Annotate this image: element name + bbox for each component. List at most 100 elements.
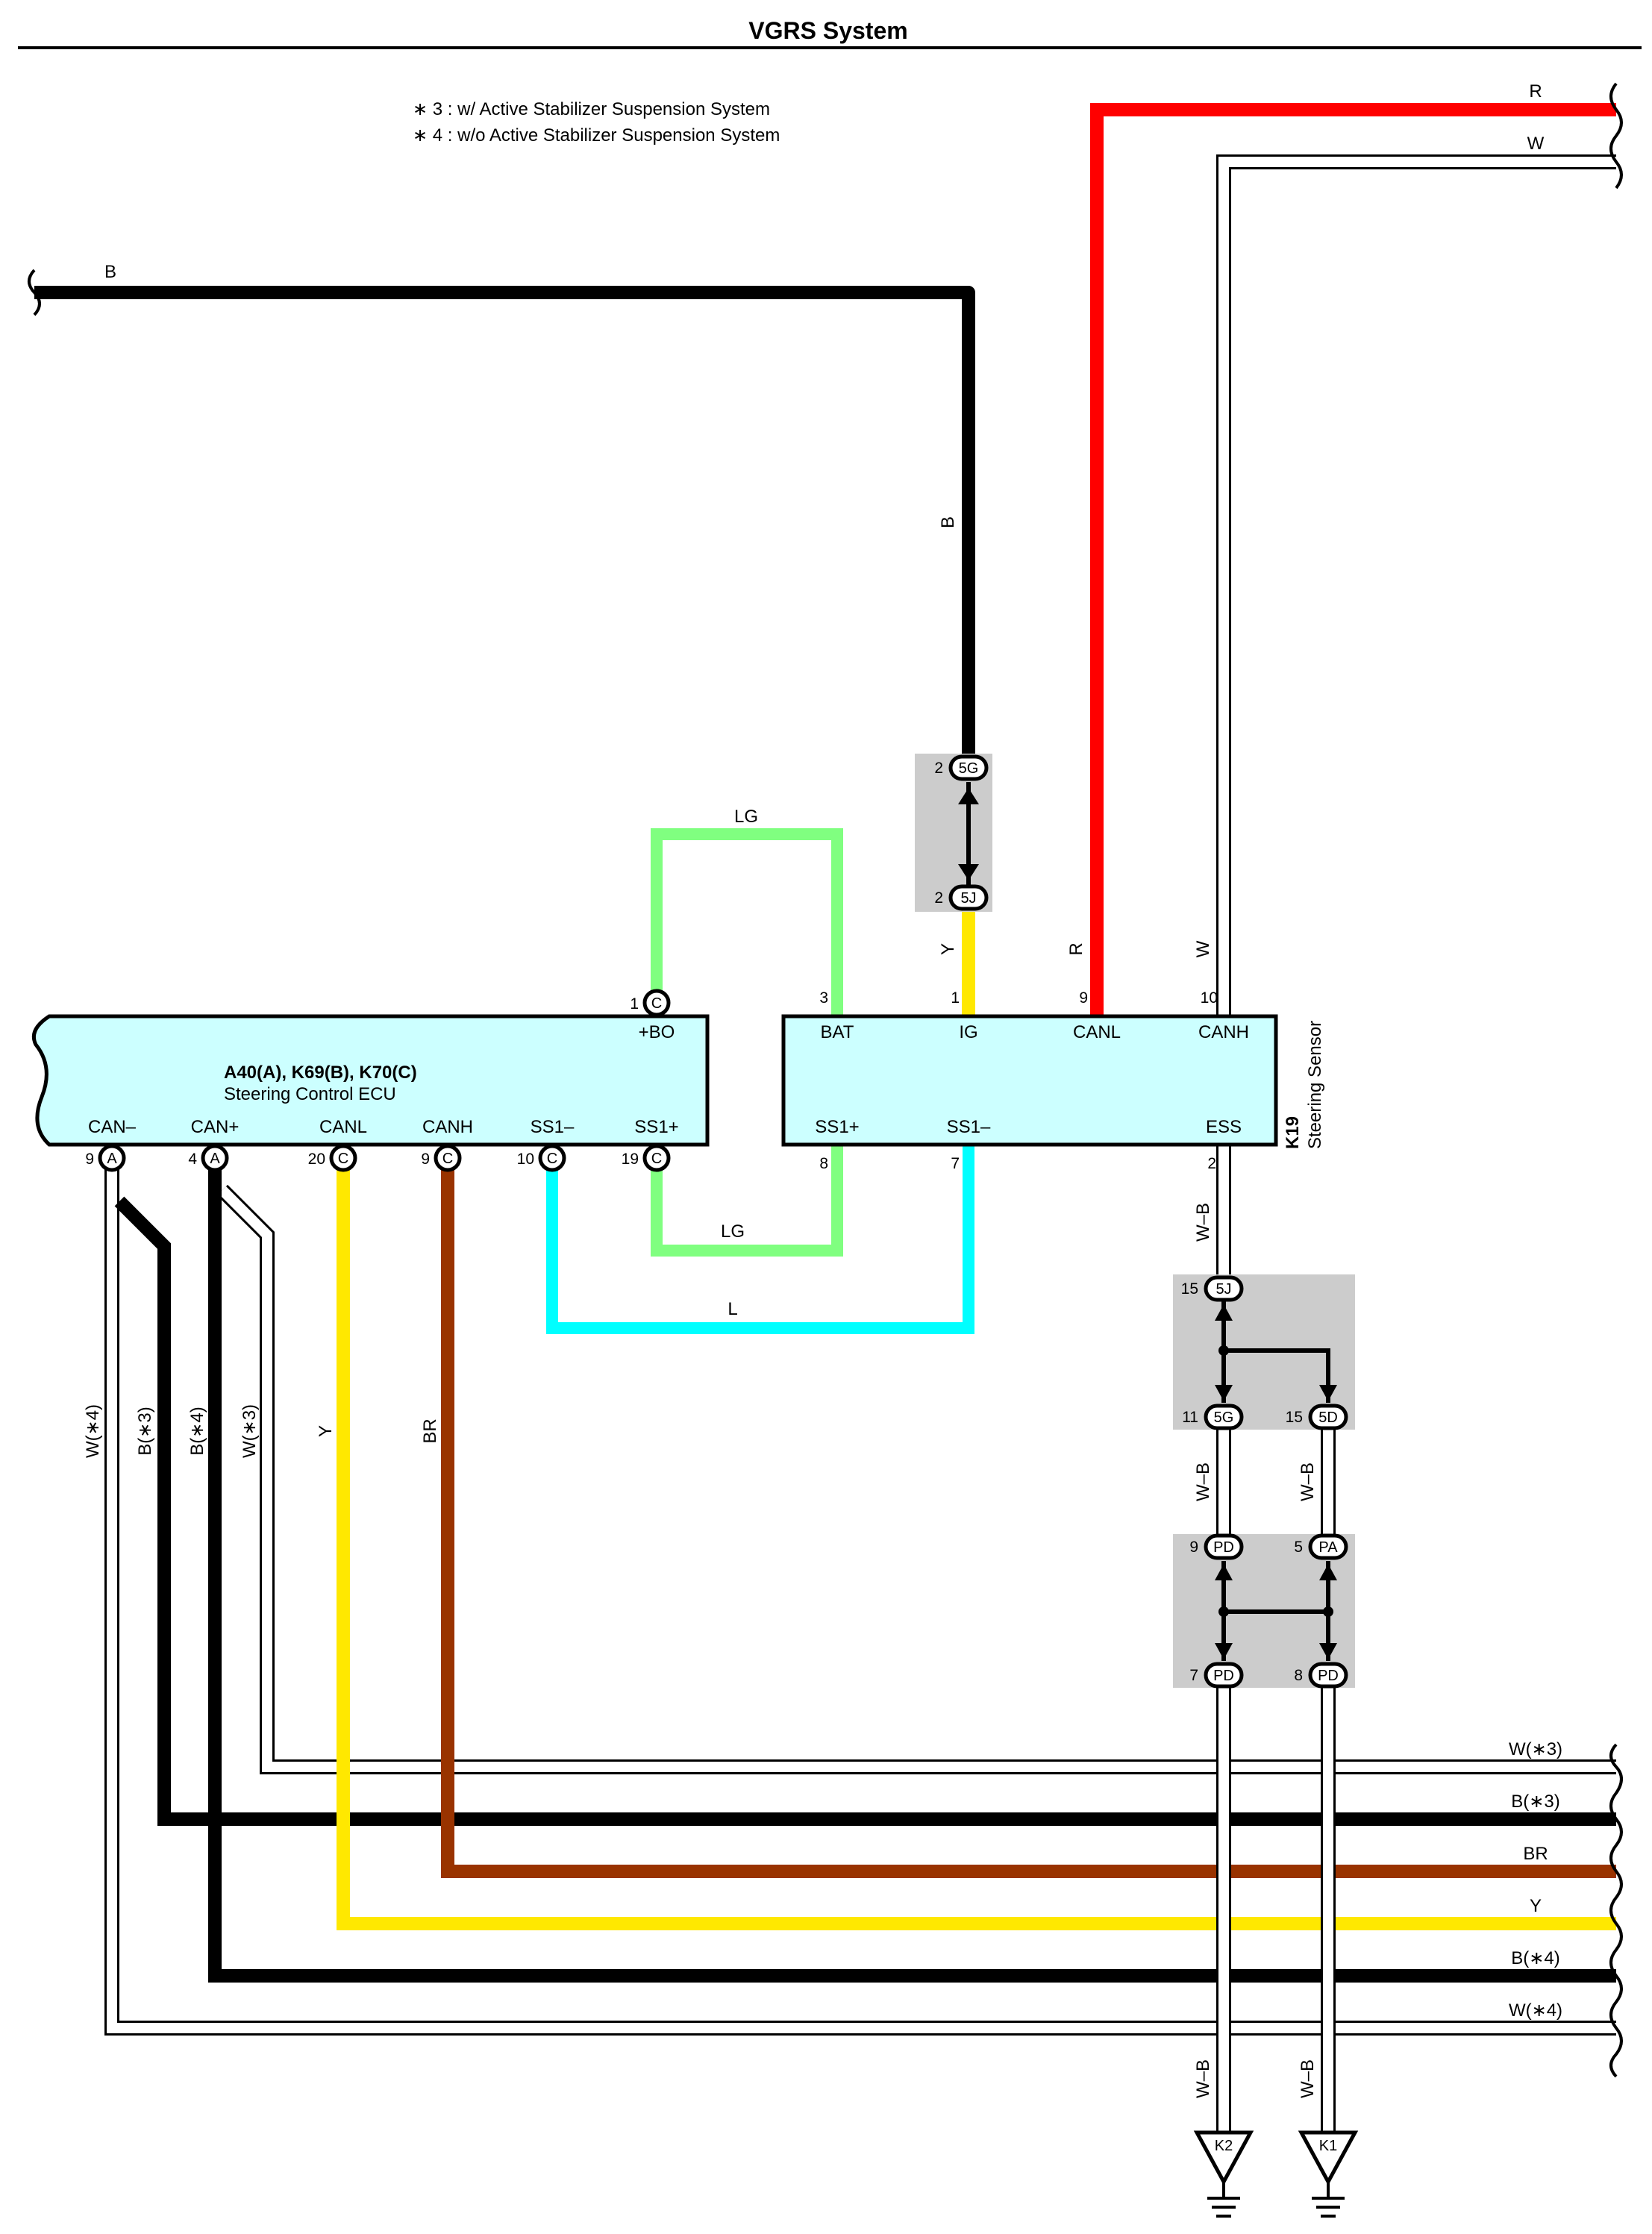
svg-text:5D: 5D (1318, 1409, 1338, 1426)
connector-pa-top-right: PA 5 (1294, 1533, 1348, 1560)
ecu-pin-canplus-name: CAN+ (191, 1117, 240, 1137)
label-v-y: Y (316, 1425, 336, 1437)
wire-w-canh-fill (1218, 157, 1616, 1015)
label-v-b3: B(∗3) (135, 1407, 155, 1455)
sensor-pin-1-no: 1 (951, 989, 960, 1007)
ecu-pin-canminus: A 9 (85, 1144, 126, 1172)
ecu-pin-ss1minus-name: SS1– (531, 1117, 575, 1137)
svg-text:5G: 5G (1214, 1409, 1234, 1426)
svg-text:7: 7 (1189, 1667, 1198, 1684)
sensor-pin-ig-name: IG (959, 1022, 977, 1042)
label-lg-top: LG (734, 807, 758, 827)
ecu-pin-bo: C 1 (630, 989, 671, 1017)
jlow-arrow-br (1319, 1643, 1337, 1659)
label-v-br: BR (420, 1418, 440, 1443)
jlow-arrow-tl (1215, 1564, 1233, 1580)
connector-5d-mid: 5D 15 (1286, 1404, 1348, 1430)
wire-w-canh (1216, 154, 1616, 1015)
sensor-pin-8-no: 8 (819, 1155, 828, 1172)
jlow-arrow-tr (1319, 1564, 1337, 1580)
label-v-w3: W(∗3) (240, 1404, 260, 1458)
svg-text:C: C (442, 1151, 453, 1167)
label-wb-1: W–B (1193, 1203, 1213, 1242)
svg-text:C: C (338, 1151, 348, 1167)
label-v-w4: W(∗4) (83, 1404, 103, 1458)
label-lg-bottom: LG (721, 1221, 745, 1242)
svg-text:2: 2 (934, 760, 943, 777)
ecu-pin-canl: C 20 (308, 1144, 357, 1172)
label-w-vertical: W (1193, 940, 1213, 957)
label-r-y: Y (1530, 1896, 1542, 1916)
ecu-pin-ss1plus: C 19 (622, 1144, 671, 1172)
wire-w3-canplus-fill (219, 1186, 1616, 1772)
svg-text:15: 15 (1286, 1409, 1303, 1426)
ground-k2: K2 (1193, 2130, 1254, 2218)
wire-w4-canminus-fill (107, 1158, 1616, 2033)
sensor-pin-canl-name: CANL (1073, 1022, 1121, 1042)
connector-pd-top-left: PD 9 (1189, 1533, 1244, 1560)
jtop-arrow-down (958, 864, 979, 880)
svg-text:10: 10 (517, 1151, 534, 1168)
svg-text:5J: 5J (960, 890, 976, 907)
jmid-arrow-up (1215, 1304, 1233, 1321)
label-r-right: R (1529, 81, 1542, 101)
jmid-splice (1218, 1345, 1229, 1356)
label-r-vertical: R (1066, 942, 1086, 955)
label-r-w4: W(∗4) (1509, 2000, 1562, 2021)
label-b-vertical: B (938, 516, 958, 528)
svg-text:5J: 5J (1215, 1281, 1231, 1298)
note-3: ∗ 3 : w/ Active Stabilizer Suspension Sy… (413, 99, 770, 119)
connector-5j-mid: 5J 15 (1181, 1275, 1244, 1302)
label-wb-2: W–B (1193, 1462, 1213, 1501)
svg-text:20: 20 (308, 1151, 325, 1168)
sensor-pin-7-no: 7 (951, 1155, 960, 1172)
sensor-pin-bat-name: BAT (821, 1022, 854, 1042)
label-r-br: BR (1523, 1844, 1548, 1864)
svg-text:9: 9 (85, 1151, 94, 1168)
note-4: ∗ 4 : w/o Active Stabilizer Suspension S… (413, 125, 780, 146)
label-wb-3: W–B (1298, 1462, 1318, 1501)
svg-text:A: A (210, 1151, 220, 1167)
jlow-splice-right (1323, 1606, 1333, 1617)
ecu-box (31, 1014, 710, 1147)
svg-text:1: 1 (630, 995, 639, 1013)
label-w-right: W (1527, 134, 1545, 154)
break-mark-right-top (1609, 82, 1623, 190)
ecu-pin-ss1minus: C 10 (517, 1144, 566, 1172)
jmid-arrow-left (1215, 1385, 1233, 1401)
connector-pd-bottom-left: PD 7 (1189, 1662, 1244, 1689)
connector-5j-top: 5J 2 (934, 884, 989, 911)
svg-text:15: 15 (1181, 1280, 1198, 1298)
ecu-pin-canminus-name: CAN– (88, 1117, 137, 1137)
jlow-splice-left (1218, 1606, 1229, 1617)
svg-text:C: C (547, 1151, 557, 1167)
sensor-code: K19 (1283, 1116, 1303, 1149)
label-l: L (728, 1299, 737, 1319)
wire-lg-top (651, 828, 843, 1015)
svg-text:5G: 5G (959, 760, 979, 777)
wire-b-battery (34, 286, 975, 769)
connector-5g-top: 5G 2 (934, 754, 989, 781)
label-r-w3: W(∗3) (1509, 1739, 1562, 1759)
diagram-title: VGRS System (748, 17, 907, 44)
ecu-subtitle: Steering Control ECU (224, 1084, 396, 1104)
svg-text:4: 4 (188, 1151, 197, 1168)
ecu-pin-ss1plus-name: SS1+ (634, 1117, 678, 1137)
wire-w3-canplus (216, 1184, 1616, 1774)
sensor-box (781, 1014, 1278, 1147)
svg-text:C: C (651, 1151, 662, 1167)
sensor-pin-canh-name: CANH (1198, 1022, 1249, 1042)
label-b-top: B (104, 262, 116, 282)
svg-text:19: 19 (622, 1151, 639, 1168)
ecu-pin-canh: C 9 (421, 1144, 462, 1172)
label-y-ig: Y (938, 943, 958, 955)
jtop-arrow-up (958, 788, 979, 804)
sensor-pin-ss1minus-name: SS1– (947, 1117, 991, 1137)
connector-5g-mid: 5G 11 (1182, 1404, 1244, 1430)
jlow-arrow-bl (1215, 1643, 1233, 1659)
ecu-title: A40(A), K69(B), K70(C) (224, 1063, 417, 1083)
label-wb-4: W–B (1193, 2059, 1213, 2098)
wire-l (546, 1146, 974, 1334)
svg-text:PD: PD (1213, 1539, 1234, 1556)
svg-text:K2: K2 (1215, 2138, 1233, 2154)
